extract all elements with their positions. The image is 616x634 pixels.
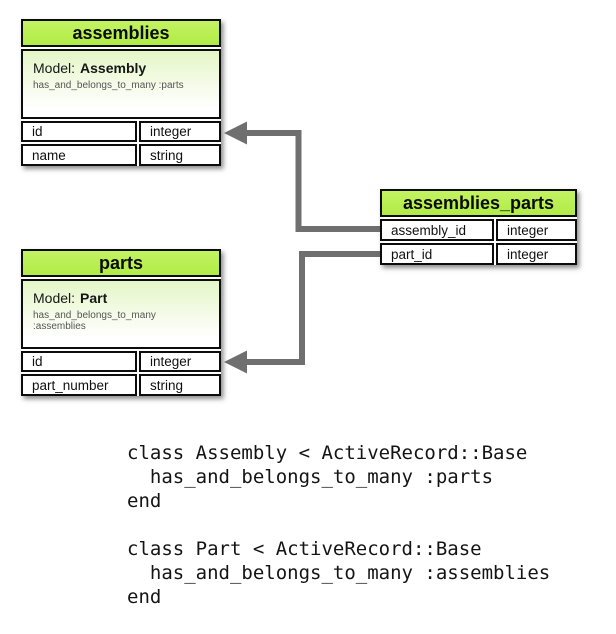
table-row: id integer [21,351,221,372]
arrowhead-left-icon [224,121,247,145]
er-table-assemblies: assemblies Model:Assembly has_and_belong… [21,19,221,166]
er-table-assemblies-parts: assemblies_parts assembly_id integer par… [380,189,577,265]
model-cell-assemblies: Model:Assembly has_and_belongs_to_many :… [21,49,221,119]
column-type-cell: integer [139,351,221,372]
code-block-assembly-class: class Assembly < ActiveRecord::Base has_… [127,442,528,512]
model-cell-parts: Model:Part has_and_belongs_to_many :asse… [21,279,221,349]
column-type-cell: string [139,144,221,166]
association-text: has_and_belongs_to_many :parts [33,80,184,91]
table-title-assemblies: assemblies [21,19,221,47]
column-name-cell: part_id [380,243,494,265]
table-row: part_number string [21,374,221,396]
column-name-cell: name [21,144,137,166]
fk-line-part-id [246,251,380,365]
column-name-cell: id [21,351,137,372]
column-type-cell: integer [139,121,221,142]
column-type-cell: string [139,374,221,396]
model-line: Model:Part [33,290,209,306]
table-row: assembly_id integer [380,219,577,241]
model-name: Part [80,290,108,306]
table-row: part_id integer [380,243,577,265]
er-table-parts: parts Model:Part has_and_belongs_to_many… [21,249,221,396]
table-title-assemblies-parts: assemblies_parts [380,189,577,217]
table-row: name string [21,144,221,166]
model-name: Assembly [80,60,147,76]
arrowhead-left-icon [224,350,247,374]
fk-line-assembly-id [246,130,380,232]
model-line: Model:Assembly [33,60,209,76]
column-name-cell: part_number [21,374,137,396]
column-name-cell: id [21,121,137,142]
association-text: has_and_belongs_to_many :assemblies [33,310,156,332]
column-type-cell: integer [496,243,577,265]
model-label: Model: [33,290,76,306]
table-row: id integer [21,121,221,142]
code-block-part-class: class Part < ActiveRecord::Base has_and_… [127,538,551,608]
column-type-cell: integer [496,219,577,241]
model-label: Model: [33,60,76,76]
column-name-cell: assembly_id [380,219,494,241]
table-title-parts: parts [21,249,221,277]
